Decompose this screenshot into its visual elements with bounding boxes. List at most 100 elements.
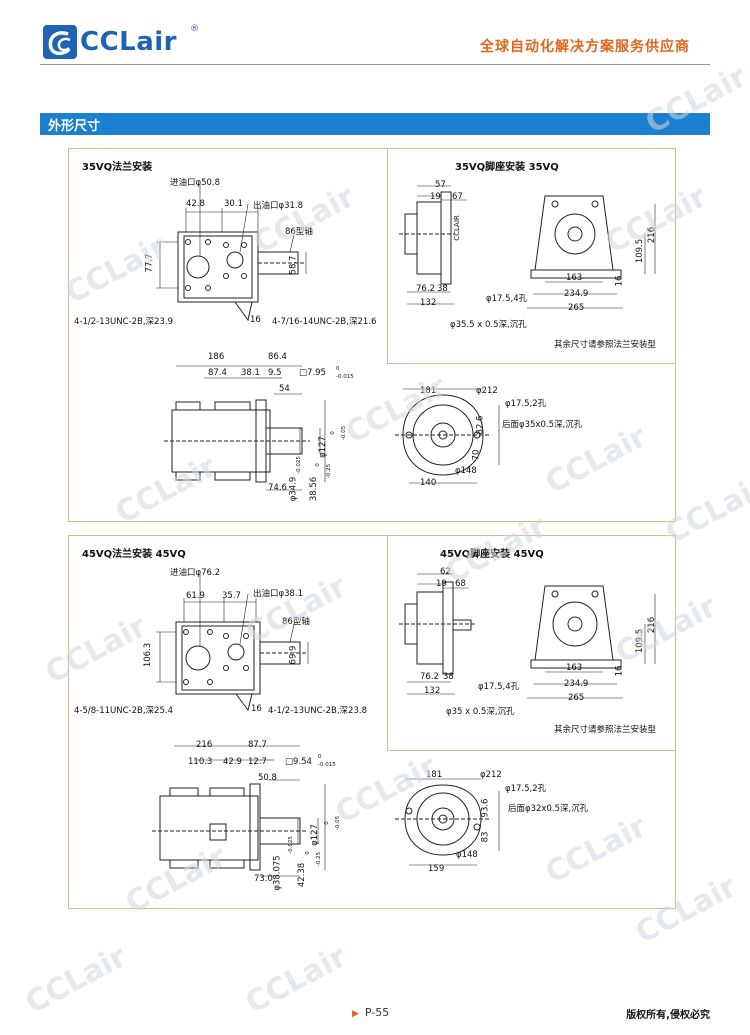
label-45vq-front-1: φ212 [480, 770, 502, 780]
label-45vq-foot-8: 38 [443, 672, 454, 682]
label-35vq-side-7: -0.015 [336, 374, 354, 380]
title-45vq-flange: 45VQ法兰安装 45VQ [82, 549, 186, 560]
frame-35vq-vdivider [387, 148, 388, 363]
label-45vq-side-1: 87.7 [248, 740, 267, 750]
label-45vq-side-3: 42.9 [223, 757, 242, 767]
label-35vq-side-1: 86.4 [268, 352, 287, 362]
label-35vq-front-4: 后面φ35x0.5深,沉孔 [502, 420, 583, 430]
label-45vq-foot-0: 62 [440, 567, 451, 577]
label-45vq-flange-2: 35.7 [222, 591, 241, 601]
tagline: 全球自动化解决方案服务供应商 [480, 39, 690, 55]
label-45vq-side-6: 0 [318, 754, 322, 760]
label-45vq-flange-8: 16 [251, 704, 262, 714]
label-45vq-flange-9: 4-1/2-13UNC-2B,深23.8 [268, 706, 367, 716]
label-45vq-foot-6: 16 [614, 665, 625, 677]
label-35vq-side-12: 74.6 [268, 483, 287, 493]
label-35vq-flange-3: 出油口φ31.8 [253, 201, 304, 211]
label-35vq-side-6: 0 [336, 366, 340, 372]
label-35vq-foot-9: 38 [437, 284, 448, 294]
label-35vq-side-14: -0.025 [295, 456, 302, 474]
label-45vq-side-12: 73.0 [254, 874, 273, 884]
watermark: CCLair [240, 939, 353, 1021]
label-35vq-front-3: 82.6 [475, 415, 486, 435]
label-45vq-flange-6: 69.9 [288, 645, 299, 665]
copyright: 版权所有,侵权必究 [626, 1010, 710, 1021]
label-35vq-front-0: 181 [420, 386, 437, 396]
label-35vq-foot-13: 265 [568, 303, 585, 313]
drawing-45vq-flange [156, 574, 309, 712]
section-bar [40, 113, 710, 135]
frame-45vq [68, 535, 676, 909]
label-45vq-foot-2: 68 [455, 579, 466, 589]
label-35vq-foot-6: 163 [566, 273, 583, 283]
label-45vq-flange-5: 106.3 [143, 642, 154, 668]
label-35vq-foot-15: 其余尺寸请参照法兰安装型 [554, 340, 657, 350]
label-35vq-foot-12: 132 [420, 298, 437, 308]
label-35vq-foot-11: 234.9 [564, 289, 589, 299]
label-35vq-flange-8: 16 [250, 315, 261, 325]
label-45vq-foot-14: 其余尺寸请参照法兰安装型 [554, 725, 657, 735]
drawing-45vq-foot [399, 573, 656, 699]
label-45vq-side-14: -0.025 [287, 836, 294, 854]
label-45vq-foot-9: φ17.5,4孔 [478, 682, 520, 692]
label-45vq-front-6: φ148 [456, 850, 478, 860]
label-35vq-flange-7: 4-1/2-13UNC-2B,深23.9 [74, 317, 173, 327]
label-35vq-side-17: -0.25 [326, 463, 333, 479]
watermark: CCLair [20, 939, 133, 1021]
label-35vq-foot-7: 16 [614, 275, 625, 287]
label-35vq-side-13: φ34.9 [288, 476, 299, 502]
registered-mark: ® [190, 24, 199, 34]
label-35vq-foot-10: φ17.5,4孔 [486, 294, 528, 304]
label-35vq-side-2: 87.4 [208, 368, 227, 378]
label-45vq-flange-0: 进油口φ76.2 [170, 568, 221, 578]
triangle-right-icon: ▶ [352, 1009, 359, 1019]
label-45vq-side-0: 216 [196, 740, 213, 750]
label-45vq-foot-1: 19 [436, 579, 447, 589]
logo [42, 24, 212, 60]
title-45vq-foot: 45VQ脚座安装 45VQ [440, 549, 544, 560]
label-35vq-foot-8: 76.2 [416, 284, 435, 294]
label-45vq-front-0: 181 [426, 770, 443, 780]
label-45vq-flange-3: 出油口φ38.1 [253, 589, 304, 599]
frame-35vq [68, 148, 676, 522]
label-35vq-flange-1: 42.8 [186, 199, 205, 209]
label-35vq-foot-3: CCLAIR [452, 215, 461, 241]
label-35vq-flange-0: 进油口φ50.8 [170, 178, 221, 188]
label-45vq-foot-12: 265 [568, 693, 585, 703]
drawing-35vq-front [395, 388, 500, 484]
drawing-45vq-side [152, 745, 326, 877]
label-35vq-side-15: 38.56 [309, 476, 320, 502]
label-35vq-flange-2: 30.1 [224, 199, 243, 209]
drawing-35vq-side [164, 365, 326, 491]
label-45vq-side-7: -0.015 [318, 762, 336, 768]
label-45vq-side-10: 0 [323, 821, 330, 825]
label-45vq-foot-10: 234.9 [564, 679, 589, 689]
label-45vq-side-16: 0 [304, 851, 311, 855]
page-number: ▶P-55 [352, 1006, 389, 1019]
header-divider [40, 64, 710, 65]
label-45vq-side-13: φ38.075 [272, 855, 283, 891]
title-35vq-flange: 35VQ法兰安装 [82, 162, 153, 173]
frame-35vq-hdivider [387, 363, 675, 364]
label-35vq-side-0: 186 [208, 352, 225, 362]
label-35vq-side-3: 38.1 [241, 368, 260, 378]
label-35vq-front-6: φ148 [455, 466, 477, 476]
label-45vq-flange-4: 86型轴 [282, 617, 310, 627]
drawing-35vq-foot [399, 185, 656, 309]
section-title: 外形尺寸 [48, 119, 101, 134]
label-45vq-foot-7: 76.2 [420, 672, 439, 682]
label-35vq-side-9: φ127 [317, 436, 328, 458]
label-35vq-side-8: 54 [279, 384, 290, 394]
label-45vq-foot-11: 132 [424, 686, 441, 696]
frame-45vq-hdivider [387, 750, 675, 751]
label-35vq-foot-14: φ35.5 x 0.5深,沉孔 [450, 320, 527, 330]
label-45vq-side-2: 110.3 [188, 757, 213, 767]
label-35vq-front-2: φ17.5,2孔 [505, 399, 547, 409]
label-45vq-front-3: 93.6 [480, 798, 491, 818]
label-45vq-front-7: 159 [428, 864, 445, 874]
label-45vq-front-4: 后面φ32x0.5深,沉孔 [508, 804, 589, 814]
label-35vq-flange-4: 86型轴 [285, 227, 313, 237]
label-45vq-side-17: -0.25 [316, 851, 323, 867]
label-35vq-front-1: φ212 [476, 386, 498, 396]
label-35vq-flange-9: 4-7/16-14UNC-2B,深21.6 [272, 317, 377, 327]
